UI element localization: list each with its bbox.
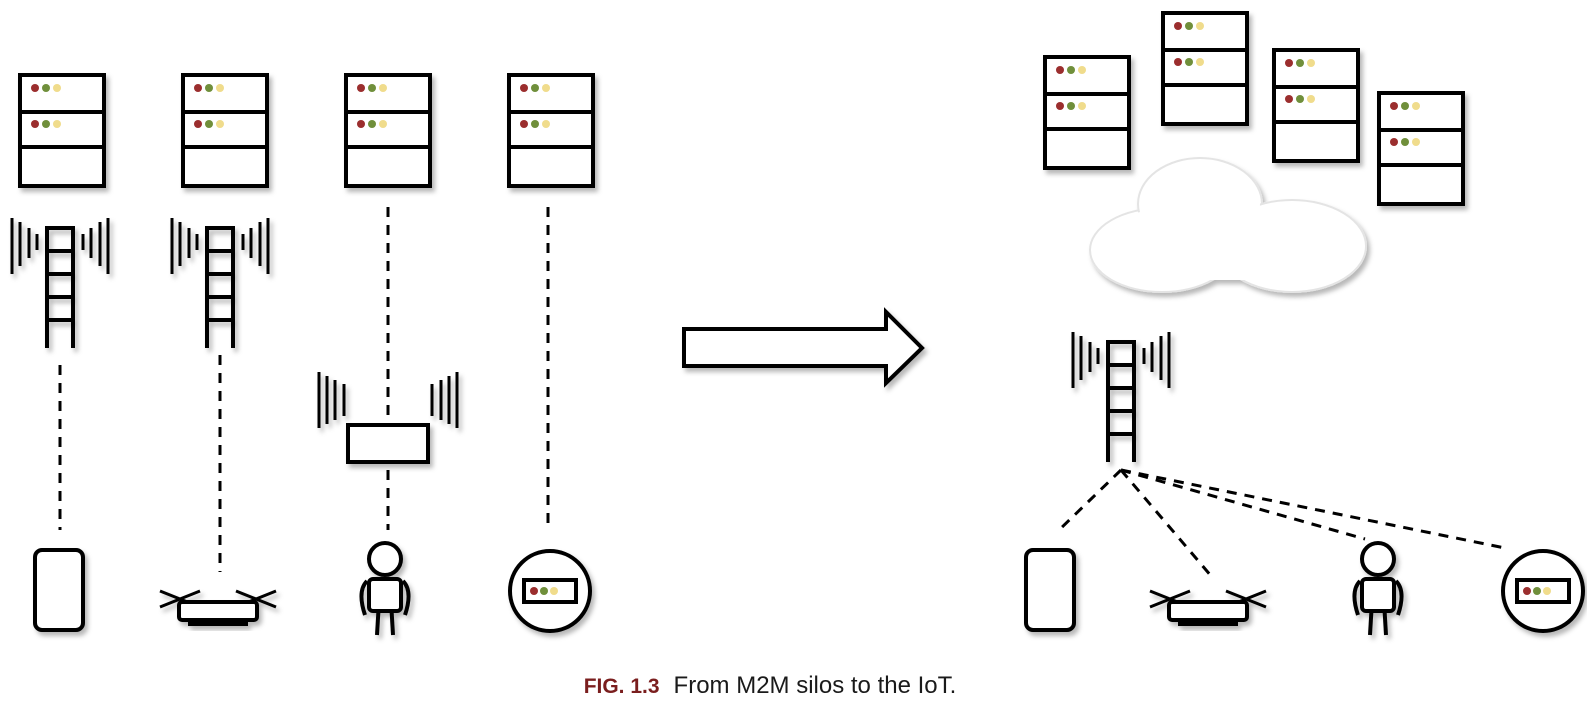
person-icon [359,541,411,637]
figure-label: FIG. 1.3 [583,675,660,698]
drone-icon [158,589,278,626]
server-rack-icon [344,73,432,188]
server-rack-icon [507,73,595,188]
gateway-icon [317,372,459,464]
phone-icon [33,548,85,632]
right-arrow-icon [682,307,925,388]
silo-2 [158,73,278,626]
figure-caption: FIG. 1.3 From M2M silos to the IoT. [0,672,1540,700]
cell-tower-icon [170,216,270,350]
person-icon [1352,541,1404,637]
figure-caption-text: From M2M silos to the IoT. [673,672,957,699]
meter-icon [508,549,592,633]
drone-icon [1148,589,1268,626]
meter-icon [1501,549,1585,633]
server-rack-icon [1161,11,1249,126]
server-rack-icon [1272,48,1360,163]
silo-1 [10,73,110,632]
dashed-link [1120,468,1366,541]
cell-tower-icon [1071,330,1171,464]
silo-4 [507,73,595,633]
dashed-link [1055,468,1123,534]
phone-icon [1024,548,1076,632]
iot-network [1024,330,1585,637]
server-rack-icon [18,73,106,188]
cloud-icon [1089,157,1367,293]
server-rack-icon [1043,55,1131,170]
silo-3 [317,73,459,637]
cell-tower-icon [10,216,110,350]
dashed-link [1119,469,1214,578]
iot-cloud-servers [1043,11,1465,206]
server-rack-icon [181,73,269,188]
server-rack-icon [1377,91,1465,206]
dashed-link [1120,468,1506,550]
